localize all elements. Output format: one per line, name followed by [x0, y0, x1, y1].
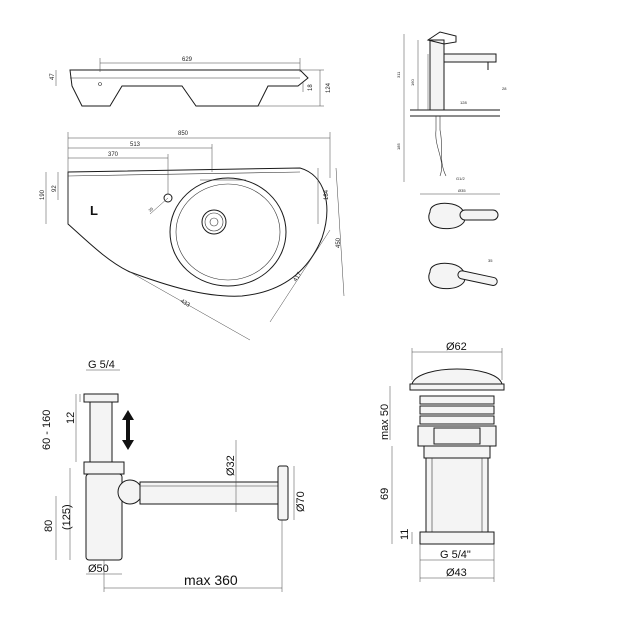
siphon-drawing: G 5/4 60 - 160 12 (125) 80 Ø32 Ø70 Ø50 m… — [41, 359, 307, 592]
valve-dim-max50: max 50 — [379, 404, 391, 440]
dim-513: 513 — [130, 142, 141, 148]
valve-dim-11: 11 — [399, 529, 411, 540]
faucet-dim-185: 185 — [396, 143, 401, 150]
dim-92: 92 — [52, 185, 58, 192]
dim-124: 124 — [326, 82, 332, 93]
faucet-views: 311 160 128 185 28 G1/2 Ø35 35 — [396, 31, 507, 290]
valve-dim-g54: G 5/4" — [440, 549, 471, 561]
dim-35: 35 — [147, 206, 154, 213]
valve-dim-69: 69 — [379, 488, 391, 500]
side-label-l: L — [90, 203, 98, 218]
valve-drawing: Ø62 max 50 69 11 G 5/4" Ø43 — [379, 341, 505, 582]
dim-47: 47 — [50, 73, 56, 80]
faucet-dim-128: 128 — [460, 100, 467, 105]
siphon-dim-12: 12 — [65, 412, 77, 424]
dim-184: 184 — [324, 189, 330, 200]
valve-dim-d62: Ø62 — [446, 341, 467, 353]
siphon-dim-range: 60 - 160 — [41, 410, 53, 450]
dim-629: 629 — [182, 57, 193, 63]
siphon-dim-d70: Ø70 — [295, 491, 307, 512]
siphon-dim-d32: Ø32 — [225, 455, 237, 476]
siphon-dim-125: (125) — [61, 504, 73, 530]
faucet-dim-g12: G1/2 — [456, 176, 465, 181]
basin-plan-view: L 850 513 370 190 92 35 184 450 417 433 — [40, 131, 345, 341]
dim-370: 370 — [108, 152, 119, 158]
siphon-dim-max360: max 360 — [184, 572, 238, 588]
dim-850: 850 — [178, 131, 189, 137]
basin-side-view: 629 47 18 124 — [50, 57, 332, 107]
faucet-dim-35: 35 — [488, 258, 493, 263]
dim-190: 190 — [40, 189, 46, 200]
siphon-dim-d50: Ø50 — [88, 563, 109, 575]
dim-450: 450 — [336, 237, 342, 248]
dim-433: 433 — [179, 299, 191, 310]
dim-417: 417 — [293, 271, 304, 283]
siphon-dim-80: 80 — [43, 520, 55, 532]
dim-18: 18 — [308, 84, 314, 91]
siphon-dim-top: G 5/4 — [88, 359, 115, 371]
valve-dim-d43: Ø43 — [446, 567, 467, 579]
faucet-dim-fi: Ø35 — [458, 188, 466, 193]
faucet-dim-28: 28 — [502, 86, 507, 91]
faucet-dim-160: 160 — [410, 79, 415, 86]
faucet-dim-311: 311 — [396, 71, 401, 78]
